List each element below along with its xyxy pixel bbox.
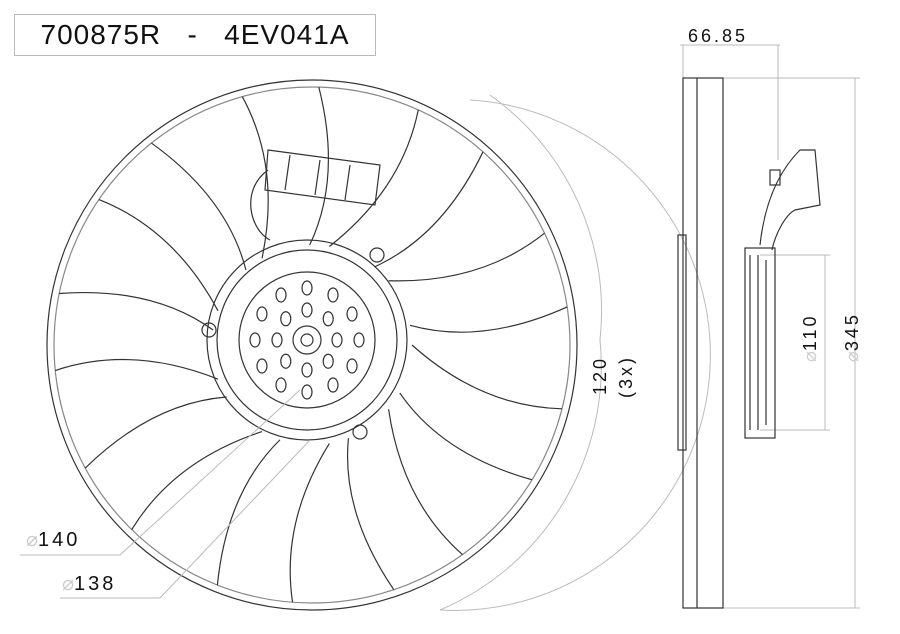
vent-hole <box>275 377 287 393</box>
bolt-count-dimension: (3x) <box>616 355 636 398</box>
vent-hole <box>331 332 343 348</box>
part-number: 700875R <box>40 19 162 50</box>
separator: - <box>187 19 198 50</box>
fan-blade <box>241 86 329 259</box>
fan-blade <box>84 396 263 530</box>
hub-ring <box>216 249 398 431</box>
vent-hole <box>327 377 339 393</box>
vent-hole <box>327 287 339 303</box>
vent-hole <box>322 311 334 327</box>
fan-outer-ring <box>46 79 578 611</box>
vent-hole <box>322 353 334 369</box>
fan-blade <box>55 291 219 380</box>
vent-hole <box>301 362 313 378</box>
vent-hole <box>275 287 287 303</box>
vent-hole <box>353 332 365 348</box>
fan-blade <box>216 439 330 603</box>
connector <box>264 149 381 206</box>
vent-hole <box>256 358 268 374</box>
vent-hole <box>256 306 268 322</box>
fan-inner-ring <box>53 86 571 604</box>
vent-hole <box>271 332 283 348</box>
bolt-spacing-dimension: 120 <box>590 355 610 395</box>
motor-side <box>744 247 776 439</box>
fan-blade <box>328 109 484 268</box>
hub-outer <box>206 239 408 441</box>
outer-diameter-dimension: ⌀345 <box>842 312 862 362</box>
front-view <box>46 79 578 611</box>
vent-hole <box>301 280 313 296</box>
part-number-label: 700875R - 4EV041A <box>14 14 376 56</box>
mount-tab <box>369 247 385 263</box>
fan-blade <box>98 142 247 312</box>
fan-blades <box>55 86 568 603</box>
vent-hole <box>346 358 358 374</box>
ring-inner-dimension: ⌀138 <box>62 573 117 595</box>
fan-blade <box>347 409 463 591</box>
wire <box>250 169 271 241</box>
mount-tab <box>201 322 217 338</box>
vent-hole <box>249 332 261 348</box>
vent-hole <box>301 302 313 318</box>
dimension-lines <box>20 44 860 611</box>
reference-number: 4EV041A <box>224 19 350 50</box>
fan-side-profile <box>682 77 724 609</box>
vent-hole <box>280 311 292 327</box>
fan-blade <box>399 344 562 481</box>
vent-hole <box>301 384 313 400</box>
motor-shaft <box>292 325 322 355</box>
fan-blade <box>388 232 568 333</box>
mount-tab <box>352 424 368 440</box>
motor-plate <box>238 271 376 409</box>
motor-vents <box>249 280 365 400</box>
wire-side <box>759 149 821 251</box>
inner-diameter-dimension: ⌀110 <box>800 313 820 362</box>
ring-outer-dimension: ⌀140 <box>26 529 81 551</box>
vent-hole <box>346 306 358 322</box>
depth-dimension: 66.85 <box>688 26 749 46</box>
side-view <box>677 77 821 609</box>
vent-hole <box>280 353 292 369</box>
